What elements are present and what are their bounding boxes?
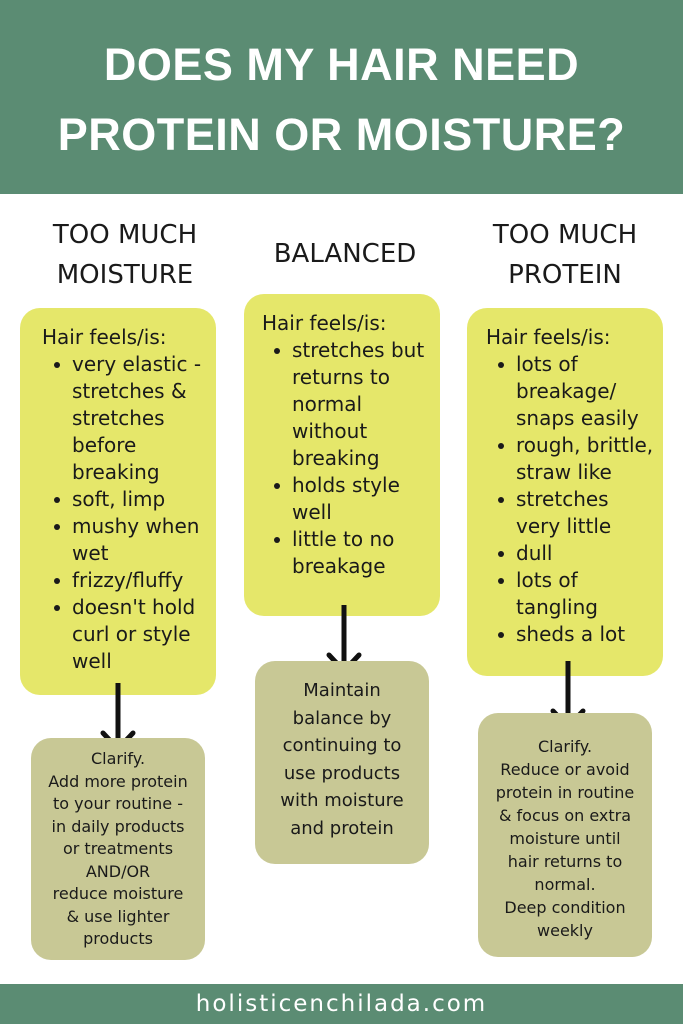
footer-banner: holisticenchilada.com (0, 984, 683, 1024)
title-line-1: DOES MY HAIR NEED (103, 39, 580, 90)
footer-site-link[interactable]: holisticenchilada.com (195, 991, 488, 1017)
heading-line: PROTEIN (508, 260, 622, 290)
symptoms-intro: Hair feels/is: (42, 325, 167, 349)
heading-line: BALANCED (273, 239, 417, 269)
header-banner: DOES MY HAIR NEED PROTEIN OR MOISTURE? (0, 0, 683, 194)
symptoms-box-moisture: Hair feels/is: very elastic -stretches &… (20, 308, 216, 695)
heading-too-much-protein: TOO MUCH PROTEIN (460, 215, 670, 295)
heading-line: TOO MUCH (492, 220, 638, 250)
list-item: rough, brittle,straw like (494, 432, 663, 486)
heading-balanced: BALANCED (240, 234, 450, 274)
list-item: dull (494, 540, 663, 567)
heading-line: TOO MUCH (52, 220, 198, 250)
title-line-2: PROTEIN OR MOISTURE? (57, 109, 626, 160)
symptoms-intro: Hair feels/is: (486, 325, 611, 349)
list-item: soft, limp (50, 486, 216, 513)
list-item: frizzy/fluffy (50, 567, 216, 594)
list-item: sheds a lot (494, 621, 663, 648)
symptoms-intro: Hair feels/is: (262, 311, 387, 335)
heading-line: MOISTURE (56, 260, 194, 290)
heading-too-much-moisture: TOO MUCH MOISTURE (20, 215, 230, 295)
